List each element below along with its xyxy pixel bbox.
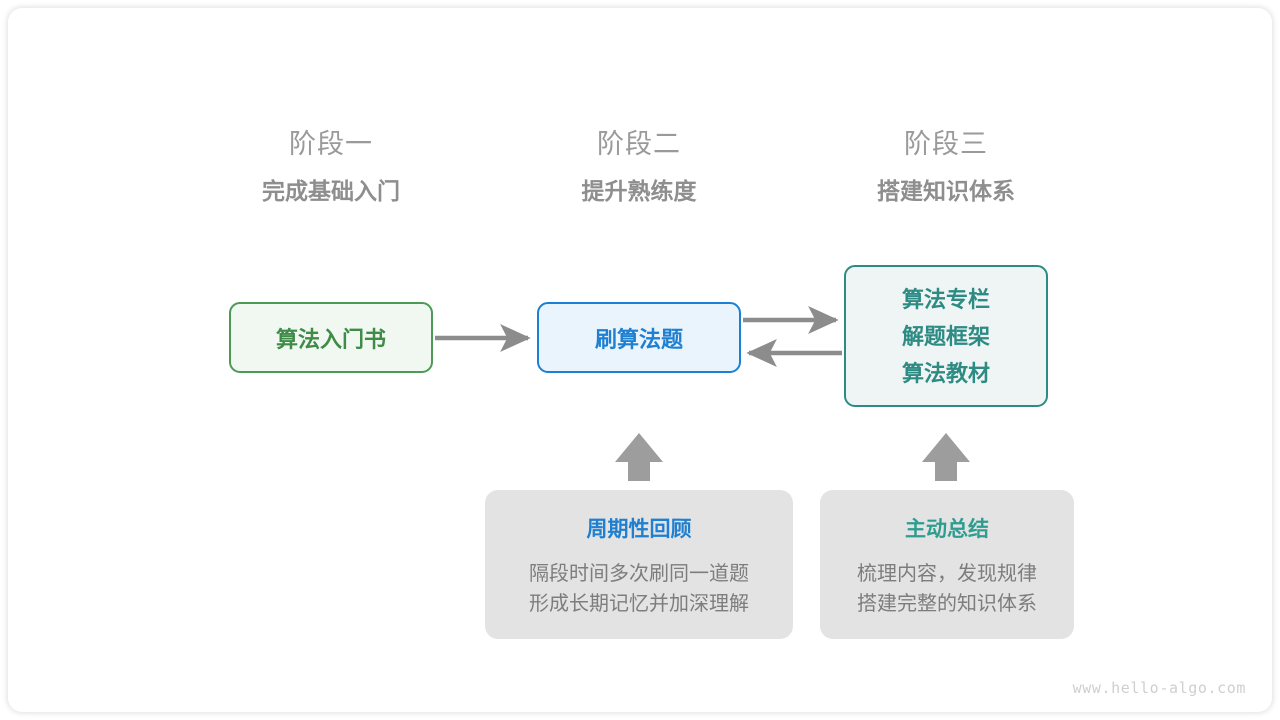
stage-header-1: 阶段一 完成基础入门 <box>201 127 461 207</box>
stage-header-2: 阶段二 提升熟练度 <box>509 127 769 207</box>
stage-header-3: 阶段三 搭建知识体系 <box>816 127 1076 207</box>
watermark-url: www.hello-algo.com <box>1072 679 1246 697</box>
detail-card-title: 主动总结 <box>905 518 989 541</box>
detail-card-body: 梳理内容，发现规律 搭建完整的知识体系 <box>820 559 1074 619</box>
stage-title-label: 提升熟练度 <box>581 178 697 204</box>
detail-body-line-2: 形成长期记忆并加深理解 <box>529 593 749 615</box>
detail-card-active-summary[interactable]: 主动总结 梳理内容，发现规律 搭建完整的知识体系 <box>820 490 1074 639</box>
detail-body-line-2: 搭建完整的知识体系 <box>857 593 1037 615</box>
node-label: 算法入门书 <box>275 326 386 352</box>
stage-title-label: 搭建知识体系 <box>877 178 1015 204</box>
node-algorithm-intro-book[interactable]: 算法入门书 <box>229 302 433 373</box>
detail-card-body: 隔段时间多次刷同一道题 形成长期记忆并加深理解 <box>485 559 793 619</box>
stage-title-label: 完成基础入门 <box>262 178 400 204</box>
detail-body-line-1: 梳理内容，发现规律 <box>857 563 1037 585</box>
node-label-line-3: 算法教材 <box>901 360 990 386</box>
stage-phase-label: 阶段二 <box>597 129 681 159</box>
node-label-line-1: 算法专栏 <box>901 286 990 312</box>
detail-body-line-1: 隔段时间多次刷同一道题 <box>529 563 749 585</box>
node-label-line-2: 解题框架 <box>901 323 990 349</box>
detail-card-periodic-review[interactable]: 周期性回顾 隔段时间多次刷同一道题 形成长期记忆并加深理解 <box>485 490 793 639</box>
node-label: 刷算法题 <box>594 326 683 352</box>
detail-card-title: 周期性回顾 <box>586 518 692 541</box>
stage-phase-label: 阶段一 <box>289 129 373 159</box>
node-practice-problems[interactable]: 刷算法题 <box>537 302 741 373</box>
node-learning-resources[interactable]: 算法专栏 解题框架 算法教材 <box>844 265 1048 407</box>
stage-phase-label: 阶段三 <box>904 129 988 159</box>
